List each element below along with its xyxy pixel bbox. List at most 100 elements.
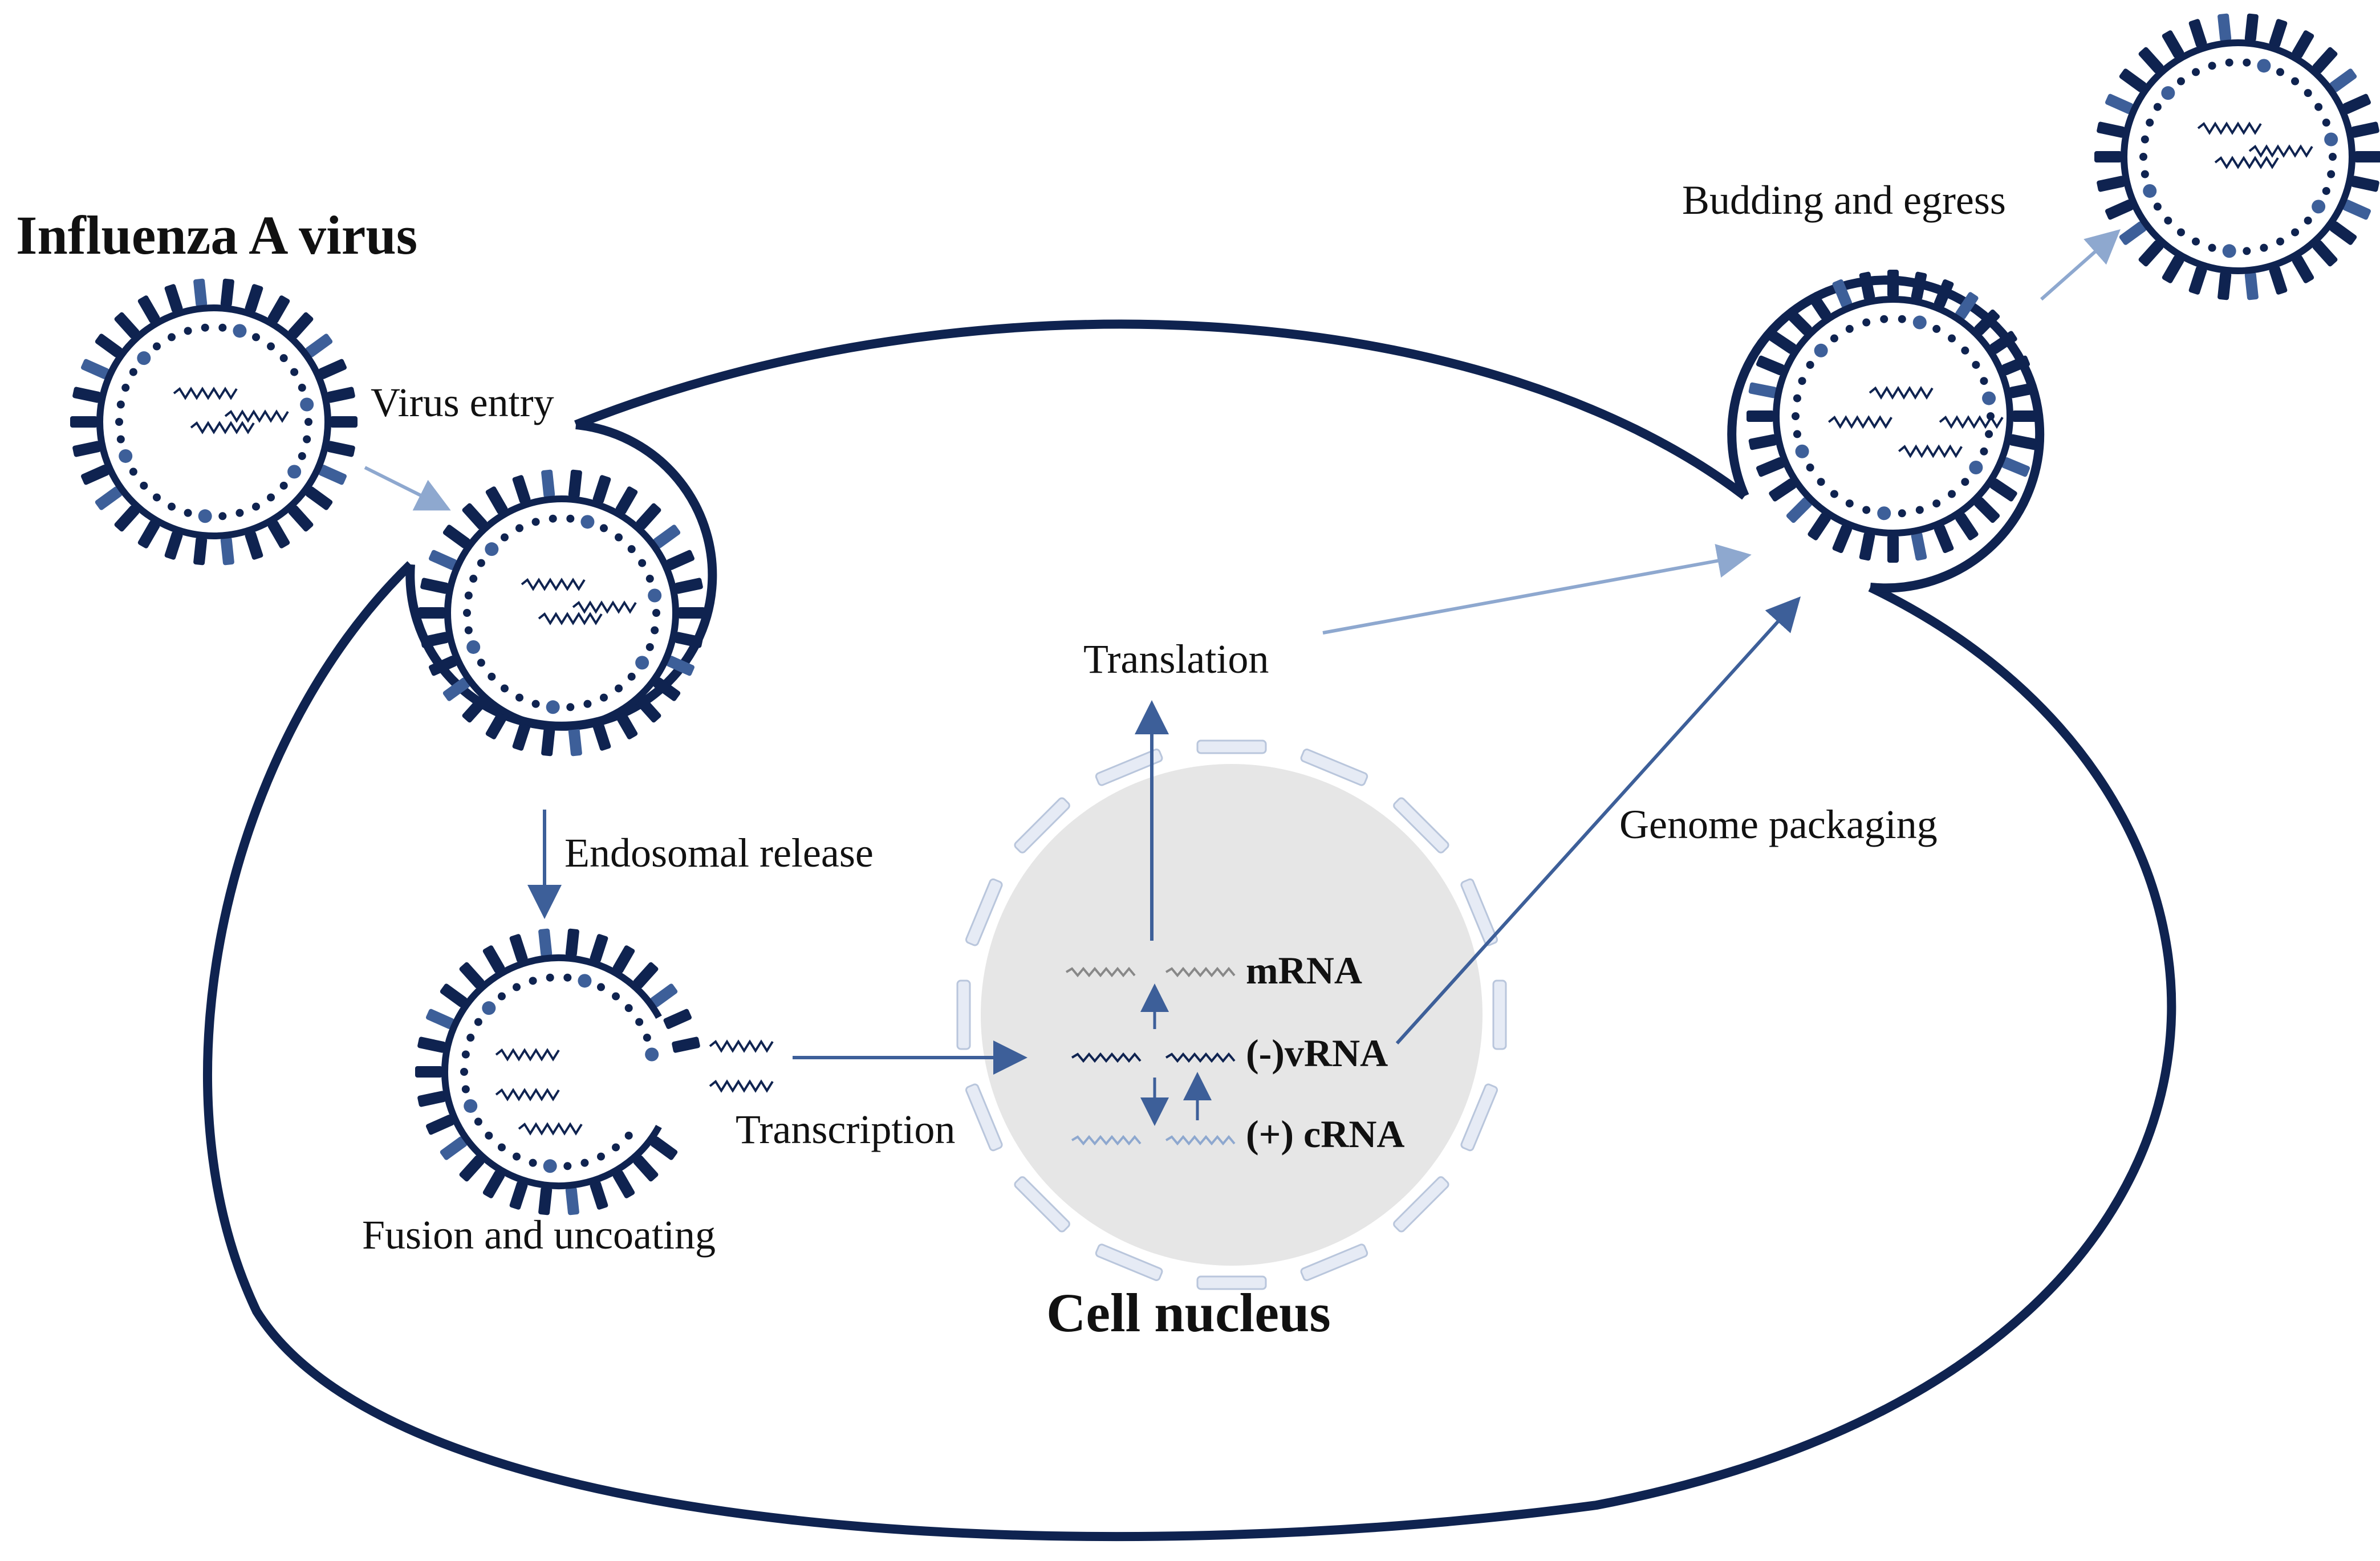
virus-spike (485, 486, 508, 514)
virus-spike (1887, 270, 1899, 297)
arrow-genome-packaging (1395, 596, 1801, 1045)
virus-matrix-dot (461, 1050, 470, 1059)
virus-spike (442, 525, 470, 548)
virus-rna-strand (2248, 144, 2313, 158)
virus-spike (1808, 513, 1831, 540)
label-transcription: Transcription (736, 1107, 955, 1152)
virus-matrix-dot (578, 974, 592, 988)
virus-matrix-dot (287, 465, 302, 479)
virus-spike (2292, 30, 2314, 58)
virus-envelope (96, 304, 331, 539)
crna-strand (1071, 1135, 1142, 1146)
virus-matrix-dot (474, 1018, 482, 1026)
virus-spike (220, 278, 234, 307)
virus-rna-strand (495, 1048, 560, 1062)
virus-spike (418, 607, 445, 619)
virus-spike (2119, 221, 2147, 245)
virus-matrix-dot (2225, 58, 2233, 67)
virus-matrix-dot (2304, 89, 2312, 97)
virus-matrix-dot (1980, 447, 1988, 456)
virus-matrix-dot (474, 1117, 482, 1126)
virus-matrix-dot (500, 684, 509, 693)
virus-matrix-dot (137, 351, 151, 365)
virus-spike (485, 712, 508, 739)
virus-spike (429, 550, 457, 570)
virus-spike (2001, 355, 2030, 376)
virus-spike (137, 295, 160, 323)
virus-matrix-dot (2291, 228, 2300, 237)
virus-spike (245, 531, 263, 560)
virus-matrix-dot (1898, 315, 1906, 323)
nuclear-rna-strands (1065, 966, 1236, 1146)
virus-spike (482, 1170, 505, 1198)
virus-spike (2329, 68, 2357, 92)
virus-matrix-dot (529, 977, 537, 985)
virus-spike (72, 441, 101, 457)
virus-matrix-dot (1961, 478, 1969, 486)
virus-free (70, 278, 358, 566)
virus-matrix-dot (583, 700, 592, 708)
virus-matrix-dot (546, 700, 560, 714)
virus-spike (2354, 151, 2380, 162)
virus-matrix-dot (1877, 506, 1891, 521)
virus-endosome (418, 469, 705, 757)
virus-spike (462, 696, 488, 723)
virus-rna-strand (190, 421, 255, 434)
virus-matrix-dot (1915, 506, 1924, 514)
virus-spike (193, 537, 208, 566)
virus-matrix-dot (1806, 360, 1814, 369)
nuclear-pore (1014, 1176, 1070, 1233)
virus-matrix-dot (513, 1152, 521, 1161)
virus-spike (590, 1181, 608, 1210)
budding-membrane (1727, 275, 2045, 593)
virus-spike (288, 312, 314, 339)
virus-matrix-dot (1862, 318, 1871, 327)
virus-spike (2097, 121, 2125, 138)
virus-matrix-dot (615, 684, 623, 693)
virus-matrix-dot (566, 703, 575, 712)
virus-matrix-dot (1845, 324, 1854, 333)
virus-spike (612, 945, 635, 973)
virus-spike (2012, 410, 2040, 422)
virus-matrix-dot (645, 575, 654, 583)
virus-spike (666, 550, 694, 570)
virus-spike (81, 465, 109, 485)
virus-spike (440, 983, 468, 1007)
virus-matrix-dot (2243, 58, 2251, 67)
virus-matrix-dot (298, 384, 306, 392)
virus-spike (429, 656, 457, 676)
virus-matrix-dot (2327, 170, 2336, 178)
virus-matrix-dot (119, 449, 133, 463)
virus-matrix-dot (116, 400, 125, 409)
virus-spike (2105, 94, 2134, 114)
virus-spike (1911, 532, 1927, 561)
label-crna: (+) cRNA (1246, 1112, 1405, 1156)
virus-spike (2138, 240, 2164, 267)
nuclear-pore (1014, 797, 1070, 853)
virus-matrix-dot (2176, 77, 2185, 86)
virus-matrix-dot (121, 384, 130, 392)
arrow-egress (2040, 229, 2121, 301)
virus-spike (417, 1036, 446, 1053)
virus-matrix-dot (2141, 170, 2149, 178)
virus-matrix-dot (2141, 135, 2149, 144)
virus-matrix-dot (477, 658, 485, 667)
virus-matrix-dot (563, 1162, 572, 1170)
virus-matrix-dot (2139, 153, 2147, 161)
virus-matrix-dot (2161, 86, 2175, 100)
virus-matrix-dot (543, 1159, 557, 1173)
virus-matrix-dot (643, 1034, 651, 1042)
virus-spike (2312, 47, 2338, 74)
virus-spike (2312, 240, 2338, 267)
virus-matrix-dot (2143, 184, 2157, 198)
virus-spike (459, 962, 485, 989)
virus-matrix-dot (515, 693, 524, 702)
nuclear-pore (965, 878, 1003, 946)
virus-rna-strand (1939, 415, 2004, 429)
virus-matrix-dot (599, 524, 608, 532)
virus-matrix-dot (303, 435, 311, 444)
virus-spike (1934, 279, 1954, 308)
virus-spike (678, 607, 705, 619)
virus-spike (482, 945, 505, 973)
virus-spike (1808, 292, 1831, 320)
